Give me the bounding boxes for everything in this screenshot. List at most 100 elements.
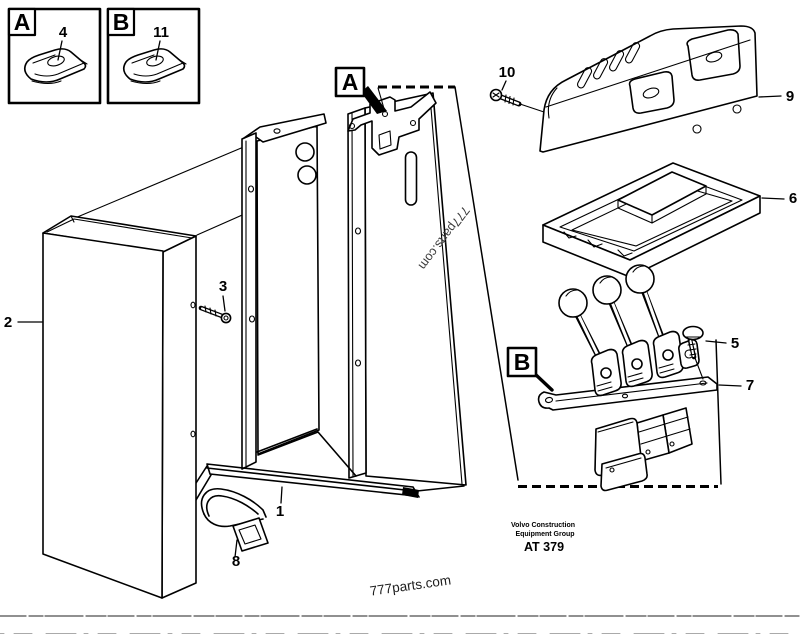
part-label-2: 2 — [4, 314, 12, 331]
bracket-slot-hole — [378, 130, 392, 150]
clip-nut-illustration-a — [23, 48, 88, 85]
cover-9: 9 — [539, 25, 794, 153]
leader-3 — [222, 295, 226, 312]
cover9-boss-2 — [628, 71, 675, 114]
right-wall-slot — [404, 151, 418, 206]
plate-hole-2 — [621, 393, 629, 399]
figure-code: AT 379 — [524, 540, 564, 554]
plate-tab-hole — [544, 396, 554, 404]
leader-11 — [155, 40, 161, 61]
screw-3: 3 — [198, 278, 232, 324]
boundary-left-edge — [454, 86, 519, 481]
screw3-head-detail — [223, 315, 229, 321]
flange-hole — [273, 128, 281, 134]
clip-hole — [47, 55, 65, 67]
valve-towers — [590, 330, 700, 397]
strap-buckle-inner — [238, 524, 262, 545]
screw-5: 5 — [682, 325, 739, 380]
screw5-threads — [687, 343, 697, 356]
plate-screw-hole — [699, 380, 707, 386]
console-hole-lower — [297, 165, 317, 185]
screw-10: 10 — [489, 64, 545, 113]
detail-box-b-letter-frame — [106, 7, 136, 37]
cover9-crease — [545, 39, 751, 119]
sill-end-hatch — [402, 487, 419, 498]
brand-block: Volvo Construction Equipment Group AT 37… — [511, 522, 575, 554]
brand-line-2: Equipment Group — [515, 531, 574, 538]
mounting-plate: 7 — [537, 376, 754, 411]
vent-slot-1 — [576, 67, 593, 89]
boss2-hole — [642, 87, 660, 99]
screw3-shaft-core — [201, 307, 222, 317]
console-hole-upper — [295, 142, 315, 162]
callout-b-letter: B — [514, 349, 531, 375]
upright-hole-1 — [354, 227, 362, 235]
leader-6 — [761, 197, 785, 200]
lever-balls — [558, 264, 655, 318]
callout-b-leader — [533, 372, 554, 392]
spring-1 — [596, 381, 613, 392]
part-label-10: 10 — [499, 64, 516, 81]
valve-bolt-1 — [609, 467, 615, 473]
lever-shafts — [572, 283, 669, 370]
part-label-4: 4 — [59, 24, 68, 41]
valve-canister-lines — [594, 421, 634, 471]
screw5-projection — [694, 357, 704, 380]
leader-7 — [718, 384, 742, 387]
strap-outer — [200, 488, 267, 518]
callout-b-frame — [506, 346, 538, 378]
clevis-2-pivot — [631, 358, 643, 370]
cover2-hole-1 — [190, 301, 196, 309]
boundary-right-edge — [715, 339, 722, 485]
callout-a-letter: A — [342, 69, 359, 95]
strap-loop-bottom — [203, 513, 264, 528]
callout-a-arrow — [361, 86, 387, 114]
leader-1 — [280, 486, 283, 504]
screw10-shaft-core — [500, 96, 520, 105]
callout-b: B — [506, 346, 554, 392]
plate-outline — [537, 376, 718, 411]
console-bracket — [186, 91, 467, 501]
cover9-boss-1 — [686, 29, 741, 81]
valve-right-stripes — [664, 416, 691, 437]
vent-slot-2 — [592, 58, 609, 80]
leader-10 — [501, 80, 507, 91]
spring-3 — [658, 363, 675, 374]
strap-8: 8 — [200, 488, 269, 570]
leader-5 — [705, 340, 727, 344]
part-label-1: 1 — [276, 503, 284, 520]
clevis-3-pivot — [662, 349, 674, 361]
plate-edge-line — [555, 382, 708, 402]
valve-lower-line — [605, 457, 642, 469]
tray-rim-notches — [563, 231, 633, 257]
clip-fold-lines — [130, 54, 187, 85]
strap-buckle — [232, 517, 269, 552]
part-label-5: 5 — [731, 335, 739, 352]
upright-edge — [351, 112, 354, 477]
leader-9 — [758, 95, 782, 98]
cover9-vents — [576, 42, 641, 89]
cover2-front-face — [42, 232, 164, 599]
left-wall-hole-1 — [247, 185, 255, 193]
detail-box-a-letter: A — [14, 9, 31, 35]
valve-assembly-7: 7 — [537, 264, 754, 492]
part-label-6: 6 — [789, 190, 797, 207]
screw10-projection — [519, 103, 545, 113]
lever-ball-2 — [592, 275, 622, 305]
tray-side-band — [542, 195, 761, 278]
tray-6: 6 — [542, 162, 797, 278]
console-back-wall — [256, 125, 320, 455]
detail-box-b-letter: B — [113, 9, 130, 35]
left-wall-hole-2 — [248, 315, 256, 323]
lever-ball-3 — [625, 264, 655, 294]
clip-hole — [146, 55, 164, 67]
bracket-hole-3 — [409, 119, 417, 127]
screw10-threads — [504, 94, 515, 106]
screw5-shaft-core — [689, 340, 695, 357]
sill-rail — [206, 463, 420, 498]
cover2-lip-lines — [46, 215, 193, 239]
right-wall-inner-edge — [429, 95, 463, 485]
screw5-head — [682, 325, 704, 341]
